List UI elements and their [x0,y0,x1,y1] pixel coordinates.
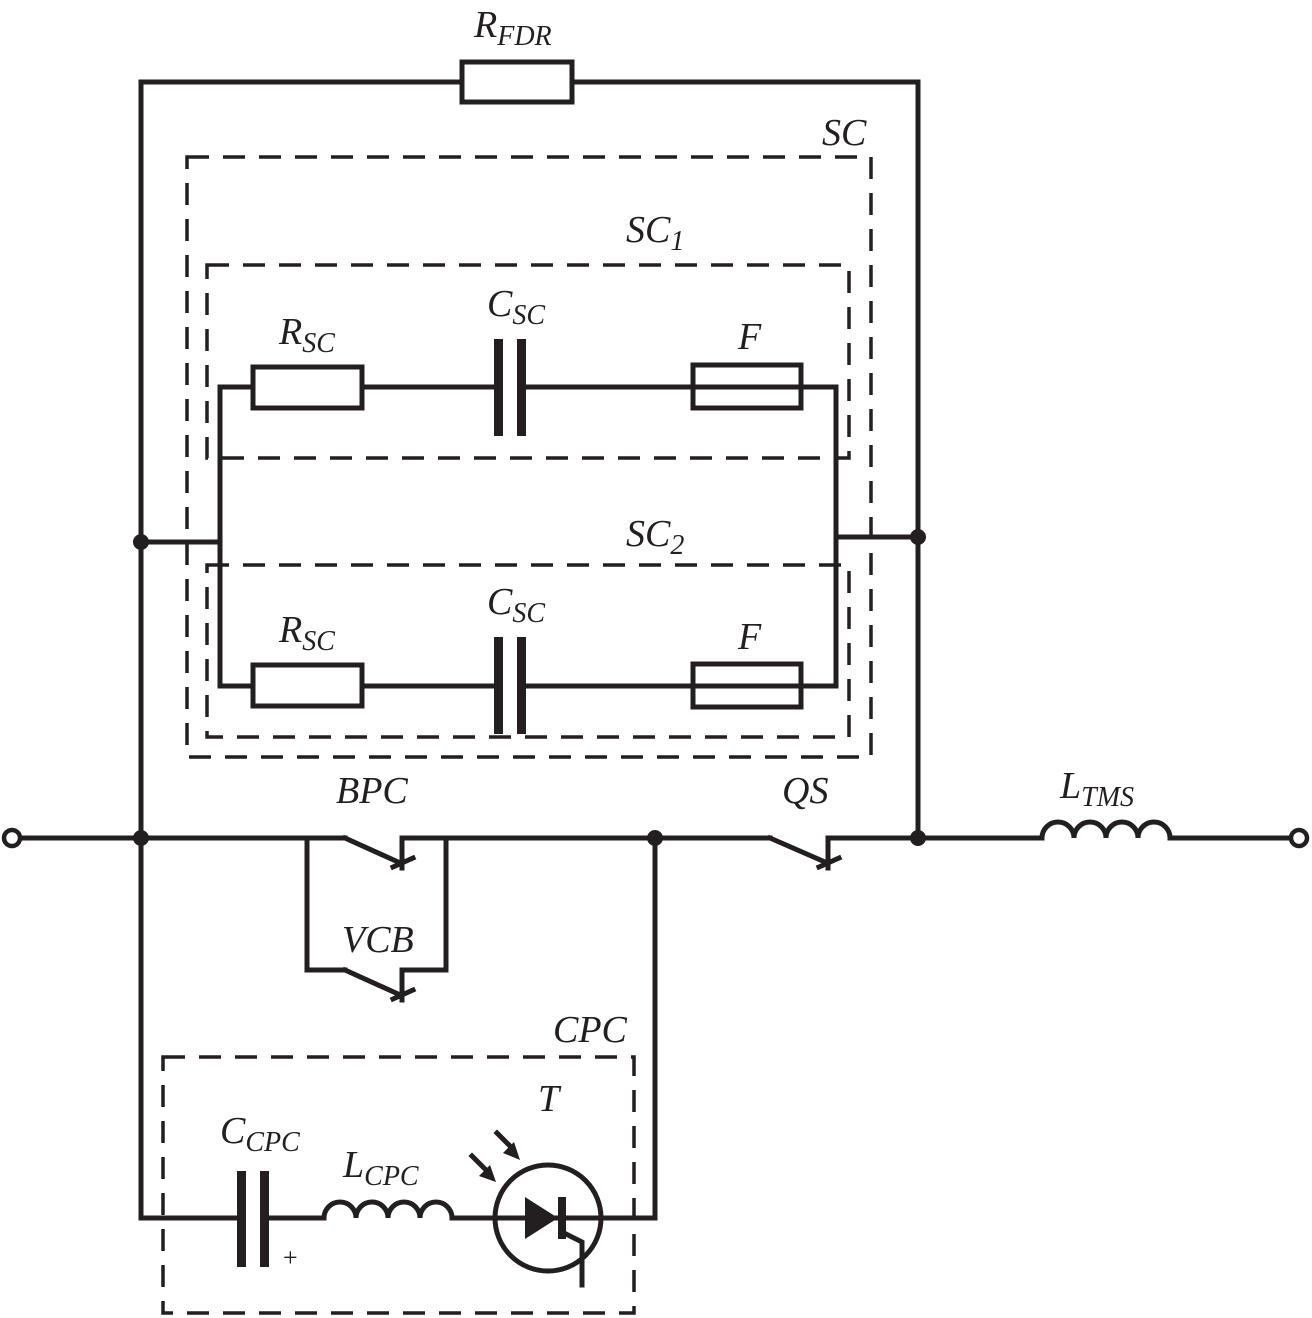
label-r-sc-1: RSC [278,311,335,359]
wire-cpc-left [138,835,243,1221]
vcb-branch: VCB [304,835,449,1003]
junction-dot [647,830,663,846]
inductor-l-tms [1039,819,1173,841]
label-f-1: F [737,316,762,358]
junction-dot [910,529,926,545]
label-c-sc-2: CSC [487,581,545,629]
switch-vcb-contact [399,835,449,1003]
sc2-box [205,563,851,739]
capacitor-c-cpc-plate-a [237,1171,246,1267]
resistor-r-fdr [459,59,575,105]
switch-bpc-contact [399,835,773,871]
label-t: T [538,1078,562,1120]
junction-dot [133,534,149,550]
terminal-left [1,827,23,849]
capacitor-c-sc-1-plate-b [517,339,526,436]
label-cpc: CPC [553,1009,628,1051]
sc1-box [205,263,851,460]
label-sc: SC [822,112,867,154]
sc-box [185,155,873,759]
capacitor-c-sc-1-plate-a [494,339,503,436]
sc-wiring [138,384,921,689]
junctions [133,529,926,846]
label-sc2: SC2 [626,513,684,561]
sc1-branch: RSC CSC F [250,283,804,436]
switch-bpc-tick [389,854,417,871]
resistor-r-sc-1 [250,364,365,411]
label-l-tms: LTMS [1059,765,1134,813]
thyristor-t-gate [558,1228,585,1288]
arrow-shaft [493,1129,516,1152]
label-bpc: BPC [336,770,408,812]
capacitor-c-sc-2-plate-a [494,637,503,734]
wire-sc-right-bus [798,384,839,689]
arrow-head [503,1142,520,1160]
label-r-sc-2: RSC [278,609,335,657]
arrow-shaft [468,1152,492,1176]
switch-bpc-blade [341,834,402,866]
r-fdr-path: RFDR [138,4,921,841]
switch-qs-blade [766,834,829,866]
junction-dot [910,830,926,846]
wire-sc-left-bus [217,384,256,689]
cpc-box [161,1055,636,1315]
sc2-branch: RSC CSC F [250,581,804,734]
switch-qs-contact [825,835,1045,871]
label-r-fdr: RFDR [473,4,552,52]
wire-left-up [138,79,465,841]
label-c-cpc-polarity: + [283,1243,298,1272]
cpc-branch: CCPC LCPC T + [138,835,658,1288]
label-vcb: VCB [342,919,414,961]
inductor-l-cpc [321,1199,455,1221]
label-c-cpc: CCPC [220,1110,300,1158]
label-c-sc-1: CSC [487,283,545,331]
switch-qs-tick [815,854,843,871]
switch-vcb-tick [389,986,417,1003]
wire-right-down [569,79,921,841]
light-trigger-icon [468,1129,520,1182]
junction-dot [133,830,149,846]
switch-vcb-blade [341,966,402,998]
capacitor-c-sc-2-plate-b [517,637,526,734]
label-f-2: F [737,616,762,658]
terminal-right [1288,827,1310,849]
label-l-cpc: LCPC [342,1144,419,1192]
thyristor-t-arrow [525,1197,558,1239]
label-sc1: SC1 [626,209,684,257]
wire-vcb-left [304,835,348,973]
label-qs: QS [782,770,828,812]
resistor-r-sc-2 [250,662,365,709]
arrow-head [479,1165,496,1182]
thyristor-t-bar [558,1197,566,1239]
